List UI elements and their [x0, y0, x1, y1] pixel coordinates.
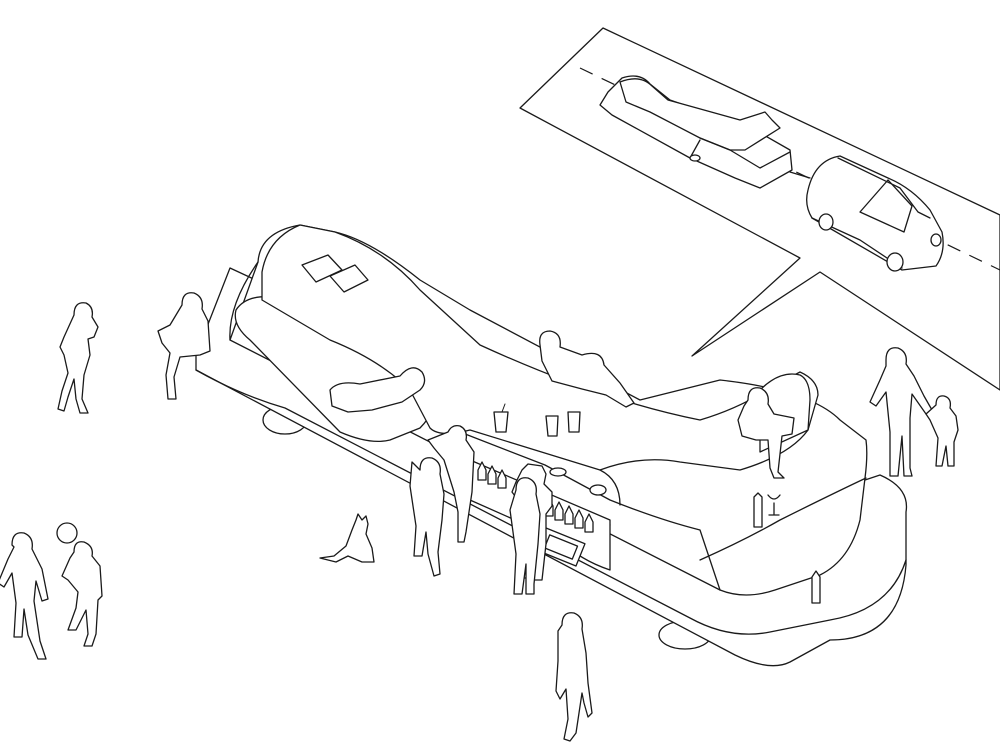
person-ball-left	[0, 532, 49, 660]
customer-leaning	[427, 424, 475, 543]
ball	[56, 522, 78, 544]
bar-vehicle	[195, 224, 908, 667]
car-wheel-rear	[818, 213, 834, 231]
person-seated-front	[737, 387, 795, 479]
magazine	[329, 264, 369, 293]
inset-road-view	[519, 27, 1000, 391]
person-ball-right	[61, 541, 103, 647]
car-wheel-front	[886, 252, 904, 272]
cup	[549, 467, 567, 477]
cup	[545, 415, 559, 437]
person-walking-bottom	[555, 612, 593, 742]
bottle	[811, 570, 821, 604]
magazine	[301, 254, 343, 283]
person-reclining-middle	[539, 330, 635, 408]
customer-front	[409, 457, 445, 577]
person-walking-left	[57, 302, 99, 414]
props	[301, 254, 821, 604]
cup	[567, 411, 581, 433]
bartender	[509, 477, 541, 595]
person-seated-rear	[157, 292, 211, 400]
trailer-light	[689, 154, 701, 162]
wine-glass	[767, 494, 781, 516]
child	[925, 395, 959, 467]
person-reclining-lounge	[329, 367, 426, 413]
towed-trailer	[599, 75, 811, 189]
car-headlight	[930, 233, 942, 247]
cup	[493, 411, 509, 433]
dog-sitting	[319, 513, 375, 563]
tow-car	[806, 155, 944, 272]
woman-with-child	[869, 347, 933, 477]
bottle	[753, 492, 763, 528]
